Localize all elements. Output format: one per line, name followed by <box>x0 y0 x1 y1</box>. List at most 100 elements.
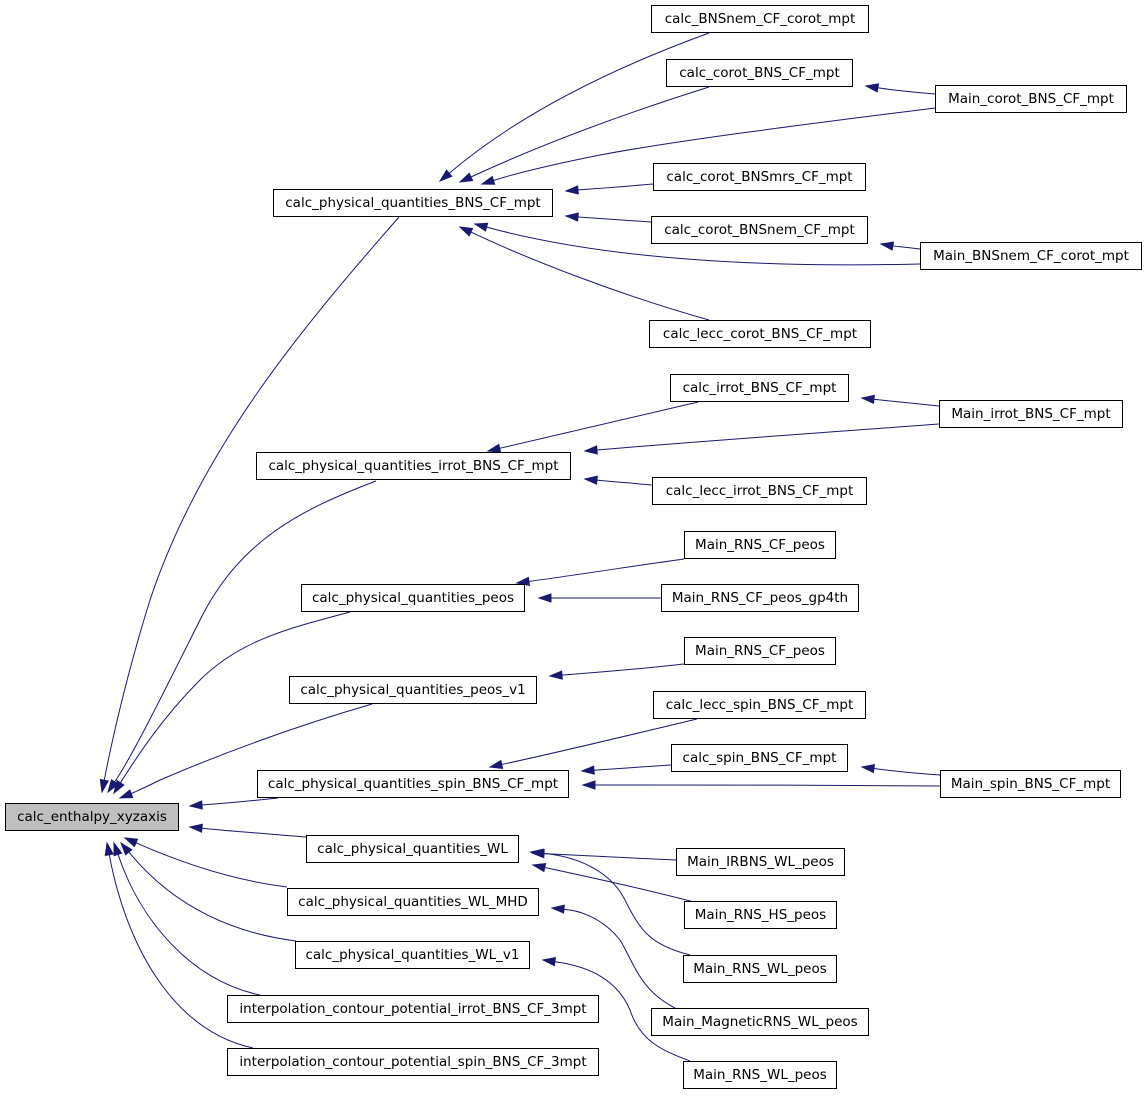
node-main-bnsnem-cf-corot-mpt[interactable]: Main_BNSnem_CF_corot_mpt <box>920 242 1142 270</box>
edge-n9-to-n0 <box>113 841 261 996</box>
node-calc-corot-bns-cf-mpt[interactable]: calc_corot_BNS_CF_mpt <box>666 59 853 87</box>
node-label: calc_BNSnem_CF_corot_mpt <box>665 11 856 27</box>
edge-line <box>543 853 677 861</box>
edge-n3-to-n0 <box>113 611 351 795</box>
node-main-spin-bns-cf-mpt[interactable]: Main_spin_BNS_CF_mpt <box>940 770 1121 798</box>
edge-n13-to-n12 <box>864 83 936 95</box>
node-label: Main_IRBNS_WL_peos <box>687 854 834 870</box>
node-calc-physical-quantities-peos[interactable]: calc_physical_quantities_peos <box>301 584 525 612</box>
node-label: calc_irrot_BNS_CF_mpt <box>683 380 837 396</box>
edge-n30-to-n7 <box>550 904 676 1009</box>
node-main-rns-wl-peos-2[interactable]: Main_RNS_WL_peos <box>683 1061 837 1089</box>
arrowhead <box>119 841 133 856</box>
edge-n16-to-n1 <box>473 222 921 266</box>
node-main-irrot-bns-cf-mpt[interactable]: Main_irrot_BNS_CF_mpt <box>939 400 1123 428</box>
node-main-magneticrns-wl-peos[interactable]: Main_MagneticRNS_WL_peos <box>651 1008 869 1036</box>
edge-line <box>542 852 691 956</box>
edge-line <box>114 480 377 783</box>
edge-n22-to-n3 <box>537 593 661 603</box>
node-calc-physical-quantities-bns-cf-mpt[interactable]: calc_physical_quantities_BNS_CF_mpt <box>273 189 553 217</box>
edge-line <box>493 107 936 181</box>
node-label: calc_physical_quantities_BNS_CF_mpt <box>285 195 540 211</box>
edge-line <box>561 663 685 676</box>
arrowhead <box>123 837 139 848</box>
edge-n19-to-n2 <box>583 423 940 455</box>
edge-line <box>577 216 652 223</box>
node-calc-lecc-spin-bns-cf-mpt[interactable]: calc_lecc_spin_BNS_CF_mpt <box>653 691 866 719</box>
arrowhead <box>541 957 557 967</box>
edge-line <box>892 245 921 250</box>
edge-line <box>486 226 921 266</box>
arrowhead <box>480 175 496 185</box>
edge-n1-to-n0 <box>99 216 400 794</box>
node-label: calc_spin_BNS_CF_mpt <box>683 750 837 766</box>
node-main-rns-wl-peos[interactable]: Main_RNS_WL_peos <box>683 955 837 983</box>
edge-line <box>128 851 297 942</box>
node-label: Main_RNS_CF_peos <box>695 643 825 659</box>
node-label: Main_corot_BNS_CF_mpt <box>948 91 1114 107</box>
edge-n19-to-n18 <box>860 394 940 407</box>
arrowhead <box>107 779 119 794</box>
edge-line <box>594 784 941 787</box>
edge-line <box>448 32 710 174</box>
arrowhead <box>529 848 544 858</box>
node-calc-physical-quantities-peos-v1[interactable]: calc_physical_quantities_peos_v1 <box>289 676 537 704</box>
node-calc-spin-bns-cf-mpt[interactable]: calc_spin_BNS_CF_mpt <box>671 744 848 772</box>
node-calc-physical-quantities-wl-mhd[interactable]: calc_physical_quantities_WL_MHD <box>287 888 539 916</box>
node-label: calc_physical_quantities_WL_v1 <box>305 947 519 963</box>
edge-n24-to-n5 <box>488 718 698 769</box>
edge-n8-to-n0 <box>119 841 297 942</box>
edge-n4-to-n0 <box>118 703 373 799</box>
node-calc-enthalpy-xyzaxis[interactable]: calc_enthalpy_xyzaxis <box>5 803 179 831</box>
node-label: interpolation_contour_potential_spin_BNS… <box>239 1054 586 1070</box>
edge-line <box>470 231 710 321</box>
node-calc-lecc-corot-bns-cf-mpt[interactable]: calc_lecc_corot_BNS_CF_mpt <box>649 320 871 348</box>
arrowhead <box>473 222 489 232</box>
node-calc-physical-quantities-irrot-bns-cf-mpt[interactable]: calc_physical_quantities_irrot_BNS_CF_mp… <box>256 452 571 480</box>
arrowhead <box>458 226 474 237</box>
arrowhead <box>580 765 595 775</box>
node-calc-irrot-bns-cf-mpt[interactable]: calc_irrot_BNS_CF_mpt <box>670 374 849 402</box>
node-label: calc_corot_BNSmrs_CF_mpt <box>666 169 852 185</box>
node-label: Main_irrot_BNS_CF_mpt <box>951 406 1110 422</box>
node-label: interpolation_contour_potential_irrot_BN… <box>239 1001 586 1017</box>
edge-line <box>470 86 710 178</box>
node-calc-corot-bnsmrs-cf-mpt[interactable]: calc_corot_BNSmrs_CF_mpt <box>653 163 866 191</box>
node-label: calc_corot_BNSnem_CF_mpt <box>664 222 855 238</box>
node-calc-physical-quantities-spin-bns-cf-mpt[interactable]: calc_physical_quantities_spin_BNS_CF_mpt <box>257 770 569 798</box>
node-main-corot-bns-cf-mpt[interactable]: Main_corot_BNS_CF_mpt <box>935 85 1127 113</box>
node-label: calc_physical_quantities_irrot_BNS_CF_mp… <box>268 458 558 474</box>
node-interpolation-contour-potential-irrot-bns-cf-3mpt[interactable]: interpolation_contour_potential_irrot_BN… <box>227 995 599 1023</box>
node-calc-bnsnem-cf-corot-mpt[interactable]: calc_BNSnem_CF_corot_mpt <box>651 5 869 33</box>
nodes-layer: calc_enthalpy_xyzaxis calc_physical_quan… <box>5 5 1142 1089</box>
arrowhead <box>537 593 552 603</box>
node-calc-corot-bnsnem-cf-mpt[interactable]: calc_corot_BNSnem_CF_mpt <box>651 216 868 244</box>
edge-n20-to-n2 <box>583 475 653 486</box>
edge-n18-to-n2 <box>486 401 699 453</box>
node-interpolation-contour-potential-spin-bns-cf-3mpt[interactable]: interpolation_contour_potential_spin_BNS… <box>227 1048 599 1076</box>
node-main-rns-cf-peos-2[interactable]: Main_RNS_CF_peos <box>684 637 836 665</box>
node-main-rns-cf-peos-gp4th[interactable]: Main_RNS_CF_peos_gp4th <box>661 584 859 612</box>
node-calc-physical-quantities-wl[interactable]: calc_physical_quantities_WL <box>306 835 519 863</box>
edge-n17-to-n1 <box>458 226 710 321</box>
node-calc-lecc-irrot-bns-cf-mpt[interactable]: calc_lecc_irrot_BNS_CF_mpt <box>652 477 867 505</box>
node-label: calc_corot_BNS_CF_mpt <box>679 65 840 81</box>
arrowhead <box>583 445 598 455</box>
edge-line <box>596 479 653 486</box>
arrowhead <box>118 789 134 799</box>
arrowhead <box>486 443 502 453</box>
node-label: calc_physical_quantities_peos <box>312 590 514 606</box>
arrowhead <box>531 863 547 873</box>
edge-n28-to-n6 <box>531 863 695 903</box>
arrowhead <box>113 841 123 857</box>
edge-n6-to-n0 <box>188 823 307 838</box>
node-label: calc_physical_quantities_WL <box>317 841 508 857</box>
node-calc-physical-quantities-wl-v1[interactable]: calc_physical_quantities_WL_v1 <box>295 941 530 969</box>
node-main-irbns-wl-peos[interactable]: Main_IRBNS_WL_peos <box>676 848 845 876</box>
edge-line <box>501 718 698 765</box>
node-label: calc_physical_quantities_WL_MHD <box>298 894 528 910</box>
node-main-rns-cf-peos[interactable]: Main_RNS_CF_peos <box>684 531 836 559</box>
node-label: calc_lecc_spin_BNS_CF_mpt <box>666 697 854 713</box>
edge-n25-to-n5 <box>580 764 672 775</box>
node-main-rns-hs-peos[interactable]: Main_RNS_HS_peos <box>684 901 837 929</box>
